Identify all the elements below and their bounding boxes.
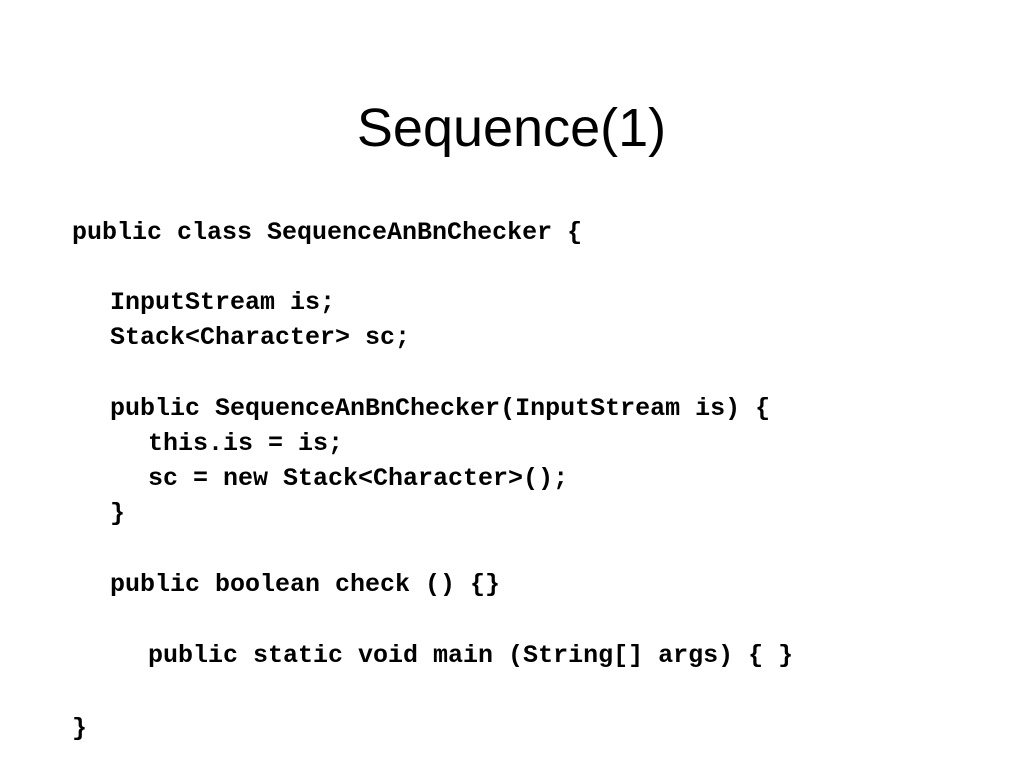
code-line-inputstream-field: InputStream is; [110,288,336,317]
code-line-class-declaration: public class SequenceAnBnChecker { [72,218,583,247]
code-line-class-close: } [72,714,88,743]
code-line-stack-field: Stack<Character> sc; [110,323,411,352]
code-line-assign-is: this.is = is; [148,429,344,458]
code-line-assign-sc: sc = new Stack<Character>(); [148,464,569,493]
code-line-check-method: public boolean check () {} [110,570,501,599]
code-line-main-method: public static void main (String[] args) … [148,641,794,670]
code-line-constructor-signature: public SequenceAnBnChecker(InputStream i… [110,394,771,423]
code-line-constructor-close: } [110,499,126,528]
slide-title: Sequence(1) [356,98,667,158]
